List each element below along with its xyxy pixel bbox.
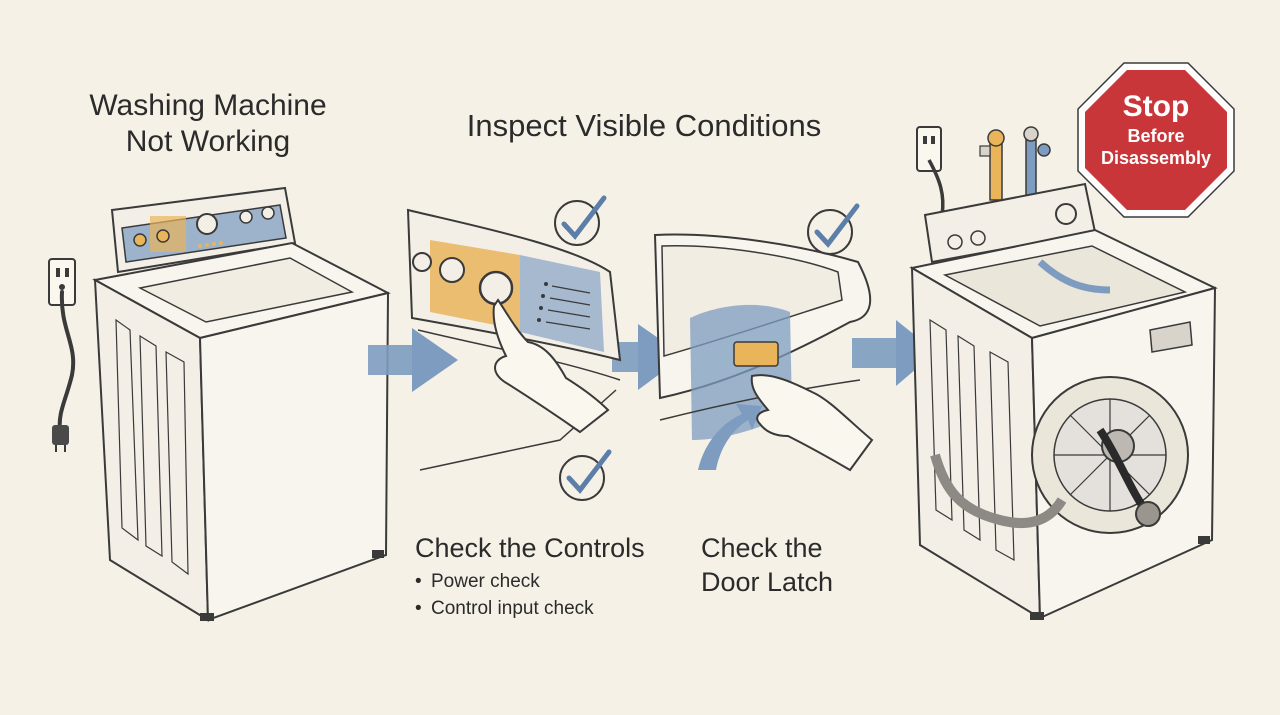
water-valve-icon [979, 129, 1005, 201]
step-controls-bullets: Power check Control input check [415, 568, 594, 622]
wall-outlet-icon [48, 258, 76, 306]
door-latch-closeup [653, 233, 872, 470]
wall-outlet-icon [916, 126, 945, 216]
step-door-latch-title: Check the Door Latch [701, 531, 851, 599]
hand-icon [492, 298, 610, 434]
bullet-item: Control input check [415, 595, 594, 622]
water-valve-icon [1023, 126, 1051, 201]
stop-sign-line1: Stop [1122, 90, 1190, 123]
check-icon [554, 195, 607, 246]
stop-sign-line3: Disassembly [1100, 148, 1212, 168]
plug-icon [52, 425, 69, 452]
bullet-item: Power check [415, 568, 594, 595]
arrow-right-icon [368, 328, 458, 392]
washing-machine-icon [92, 186, 391, 622]
opened-washing-machine-icon [909, 182, 1218, 620]
center-title: Inspect Visible Conditions [466, 108, 822, 143]
left-title: Washing Machine Not Working [70, 88, 346, 160]
left-title-line1: Washing Machine [89, 89, 327, 122]
door-latch-line1: Check the [701, 533, 823, 563]
stop-sign-line2: Before [1127, 126, 1185, 146]
step-controls-title: Check the Controls [415, 533, 645, 563]
left-title-line2: Not Working [125, 125, 291, 158]
power-cord-icon [57, 290, 76, 432]
stop-sign-icon [1077, 62, 1235, 218]
check-icon [559, 449, 612, 501]
check-icon [807, 203, 860, 255]
door-latch-line2: Door Latch [701, 567, 834, 597]
hand-icon [750, 374, 874, 472]
